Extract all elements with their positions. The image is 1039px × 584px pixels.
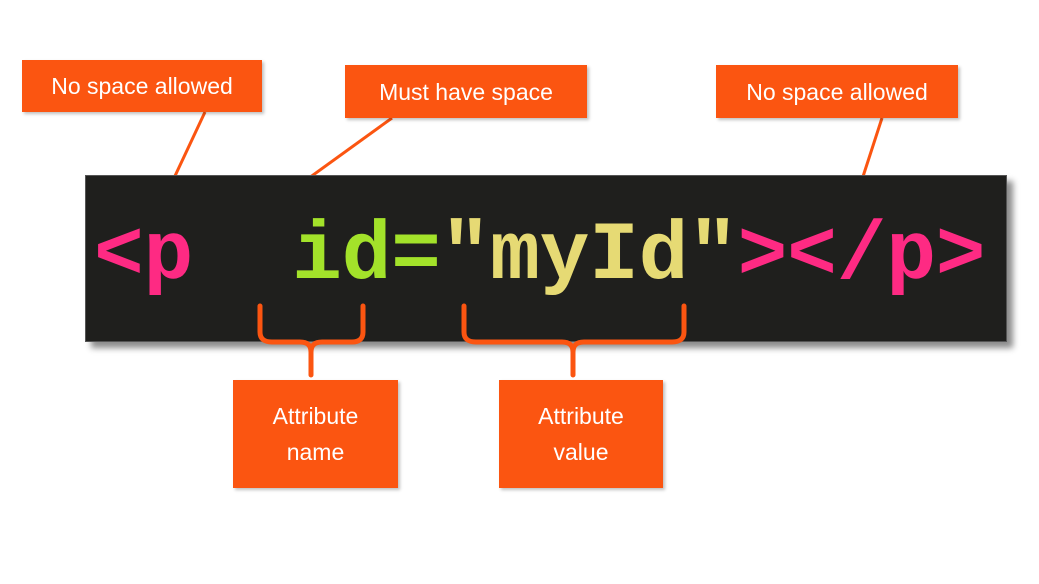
label-text: No space allowed xyxy=(51,73,233,99)
attribute-name-code: id xyxy=(292,209,392,303)
brace-attribute-value xyxy=(461,303,687,378)
code-block: <p id="myId"></p> xyxy=(85,175,1007,342)
label-text: Attribute name xyxy=(272,403,359,465)
label-no-space-right: No space allowed xyxy=(716,65,958,118)
label-text: No space allowed xyxy=(746,78,928,105)
close-tag: ></p> xyxy=(737,209,986,303)
equals-sign: = xyxy=(391,209,441,303)
label-no-space-left: No space allowed xyxy=(22,60,262,112)
label-text: Must have space xyxy=(379,78,553,105)
attribute-value-code: "myId" xyxy=(440,209,738,303)
label-attribute-value: Attribute value xyxy=(499,380,663,488)
label-must-have-space: Must have space xyxy=(345,65,587,118)
label-text: Attribute value xyxy=(538,403,624,465)
code-line: <p id="myId"></p> xyxy=(94,206,986,306)
label-attribute-name: Attribute name xyxy=(233,380,398,488)
brace-attribute-name xyxy=(257,303,366,378)
open-tag: <p xyxy=(94,209,194,303)
